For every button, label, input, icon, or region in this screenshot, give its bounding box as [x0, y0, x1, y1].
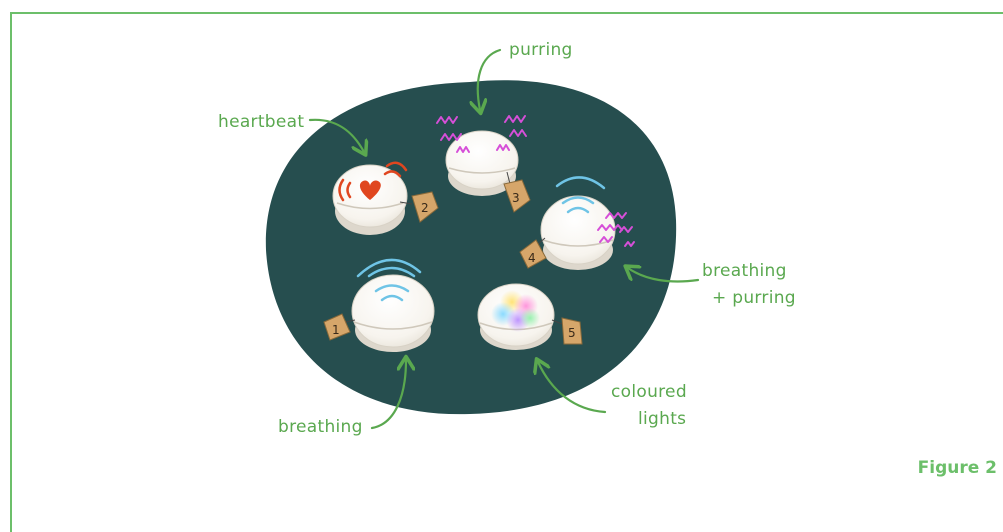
- label-coloured-lights-line2: lights: [638, 409, 686, 429]
- tag-4-number: 4: [528, 251, 536, 265]
- figure-label: Figure 2: [918, 458, 997, 478]
- tag-1-number: 1: [332, 323, 340, 337]
- diagram: 2 3: [0, 0, 1003, 488]
- tag-3-number: 3: [512, 191, 520, 205]
- table: [266, 80, 676, 414]
- label-purring: purring: [509, 40, 573, 60]
- label-breathing-purring-line1: breathing: [702, 261, 787, 281]
- label-coloured-lights-line1: coloured: [611, 382, 687, 402]
- label-breathing: breathing: [278, 417, 363, 437]
- label-breathing-purring-line2: + purring: [712, 288, 796, 308]
- tag-5-number: 5: [568, 326, 576, 340]
- label-heartbeat: heartbeat: [218, 112, 304, 132]
- tag-2-number: 2: [421, 201, 429, 215]
